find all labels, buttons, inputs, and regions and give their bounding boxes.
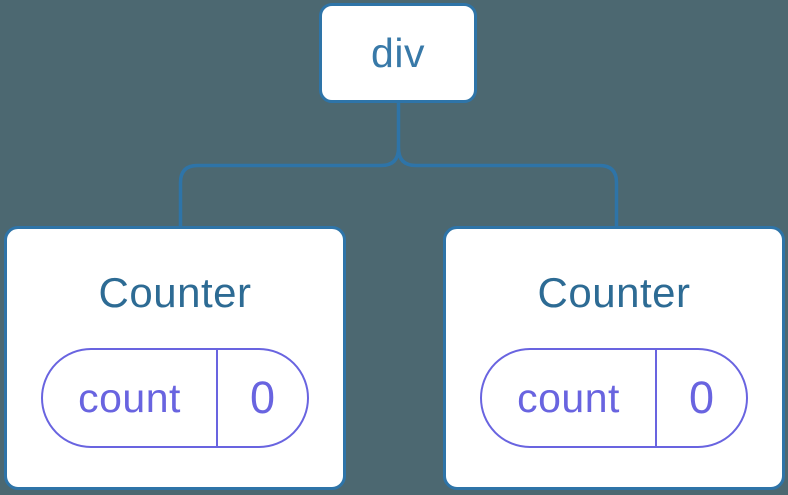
state-value-cell: 0 [657,350,746,446]
state-value-label: 0 [249,372,276,424]
counter-component-card-left: Counter count 0 [4,226,346,490]
connector-left-branch [178,103,401,227]
connector-right-branch [396,147,619,227]
state-value-cell: 0 [218,350,307,446]
root-node-label: div [371,29,425,76]
state-pill: count 0 [480,348,748,449]
root-node-div: div [319,3,477,103]
component-name: Counter [537,269,691,316]
state-key-label: count [78,374,181,421]
state-pill: count 0 [41,348,309,449]
component-name: Counter [98,269,252,316]
state-value-label: 0 [688,372,715,424]
state-key-label: count [517,374,620,421]
counter-component-card-right: Counter count 0 [443,226,785,490]
state-key-cell: count [43,350,218,447]
state-key-cell: count [482,350,657,447]
